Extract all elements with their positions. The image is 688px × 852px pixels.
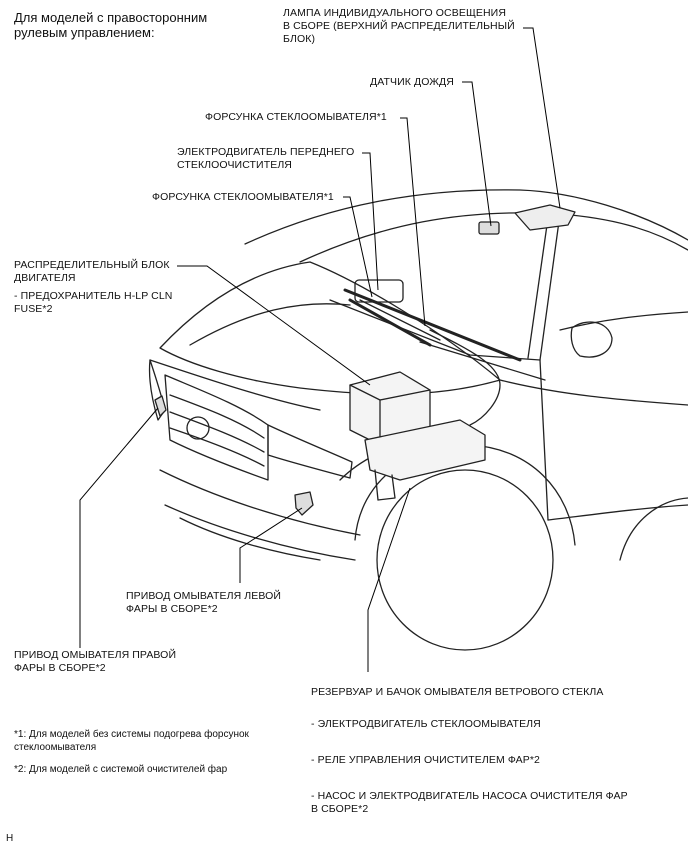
grille-outline bbox=[164, 374, 269, 481]
body-side bbox=[499, 379, 688, 406]
right-actuator-shape bbox=[154, 395, 167, 417]
leader-left-actuator bbox=[239, 507, 303, 583]
leader-engine-box bbox=[177, 265, 371, 386]
emblem bbox=[186, 416, 210, 440]
mirror bbox=[570, 321, 613, 358]
leader-room-lamp bbox=[523, 27, 561, 209]
door-line bbox=[539, 359, 549, 521]
leader-wiper-motor bbox=[362, 152, 379, 291]
label-room-lamp: ЛАМПА ИНДИВИДУАЛЬНОГО ОСВЕЩЕНИЯ В СБОРЕ … bbox=[283, 7, 515, 45]
footnote-1: *1: Для моделей без системы подогрева фо… bbox=[14, 729, 249, 753]
leader-washer-nozzle-2 bbox=[343, 196, 373, 298]
label-engine-box: РАСПРЕДЕЛИТЕЛЬНЫЙ БЛОК ДВИГАТЕЛЯ bbox=[14, 259, 170, 284]
wiper-motor-body bbox=[354, 279, 404, 303]
leader-right-actuator bbox=[79, 407, 159, 648]
bumper-lower bbox=[164, 504, 356, 561]
left-actuator-shape bbox=[294, 491, 314, 516]
windshield-top bbox=[299, 212, 688, 263]
grille-bar-2 bbox=[169, 411, 265, 453]
washer-reservoir bbox=[364, 419, 486, 481]
front-tire bbox=[376, 469, 554, 651]
window-line bbox=[559, 311, 688, 331]
door-bottom bbox=[547, 504, 688, 521]
label-pump: - НАСОС И ЭЛЕКТРОДВИГАТЕЛЬ НАСОСА ОЧИСТИ… bbox=[311, 790, 628, 815]
label-reservoir: РЕЗЕРВУАР И БАЧОК ОМЫВАТЕЛЯ ВЕТРОВОГО СТ… bbox=[311, 686, 604, 698]
room-lamp-shape bbox=[514, 204, 576, 231]
figure-code: H bbox=[6, 833, 14, 844]
hood-outline bbox=[159, 261, 501, 395]
leader-reservoir bbox=[367, 487, 411, 672]
a-pillar-inner bbox=[527, 217, 549, 359]
hood-front-edge bbox=[149, 359, 321, 411]
headlamp-left bbox=[267, 424, 353, 479]
wiper-linkage bbox=[359, 299, 441, 341]
wiper-arm-1 bbox=[343, 288, 522, 362]
wiring-harness bbox=[419, 341, 546, 381]
bumper-upper bbox=[159, 469, 361, 536]
wiper-arm-2 bbox=[348, 298, 432, 347]
diagram-header: Для моделей с правосторонним рулевым упр… bbox=[14, 10, 208, 40]
bumper-vent bbox=[179, 517, 321, 561]
label-washer-motor: - ЭЛЕКТРОДВИГАТЕЛЬ СТЕКЛООМЫВАТЕЛЯ bbox=[311, 718, 541, 730]
footnote-2: *2: Для моделей с системой очистителей ф… bbox=[14, 764, 228, 775]
rain-sensor-shape bbox=[478, 221, 500, 235]
label-fuse: - ПРЕДОХРАНИТЕЛЬ H-LP CLN FUSE*2 bbox=[14, 290, 173, 315]
label-wiper-motor: ЭЛЕКТРОДВИГАТЕЛЬ ПЕРЕДНЕГО СТЕКЛООЧИСТИТ… bbox=[177, 146, 355, 171]
label-right-actuator: ПРИВОД ОМЫВАТЕЛЯ ПРАВОЙ ФАРЫ В СБОРЕ*2 bbox=[14, 649, 177, 674]
leader-rain-sensor bbox=[462, 81, 492, 227]
grille-bar-3 bbox=[169, 427, 265, 467]
rear-arch bbox=[619, 497, 688, 561]
windshield-bottom bbox=[329, 299, 541, 361]
leader-washer-nozzle-1 bbox=[400, 117, 426, 327]
a-pillar bbox=[539, 213, 561, 361]
grille-bar-1 bbox=[169, 394, 265, 439]
roof-outline bbox=[244, 189, 688, 245]
label-relay: - РЕЛЕ УПРАВЛЕНИЯ ОЧИСТИТЕЛЕМ ФАР*2 bbox=[311, 754, 540, 766]
washer-hose bbox=[429, 329, 501, 426]
label-rain-sensor: ДАТЧИК ДОЖДЯ bbox=[370, 76, 454, 88]
label-washer-nozzle-2: ФОРСУНКА СТЕКЛООМЫВАТЕЛЯ*1 bbox=[152, 191, 334, 203]
label-left-actuator: ПРИВОД ОМЫВАТЕЛЯ ЛЕВОЙ ФАРЫ В СБОРЕ*2 bbox=[126, 590, 282, 615]
hood-crease bbox=[189, 303, 351, 346]
label-washer-nozzle-1: ФОРСУНКА СТЕКЛООМЫВАТЕЛЯ*1 bbox=[205, 111, 387, 123]
